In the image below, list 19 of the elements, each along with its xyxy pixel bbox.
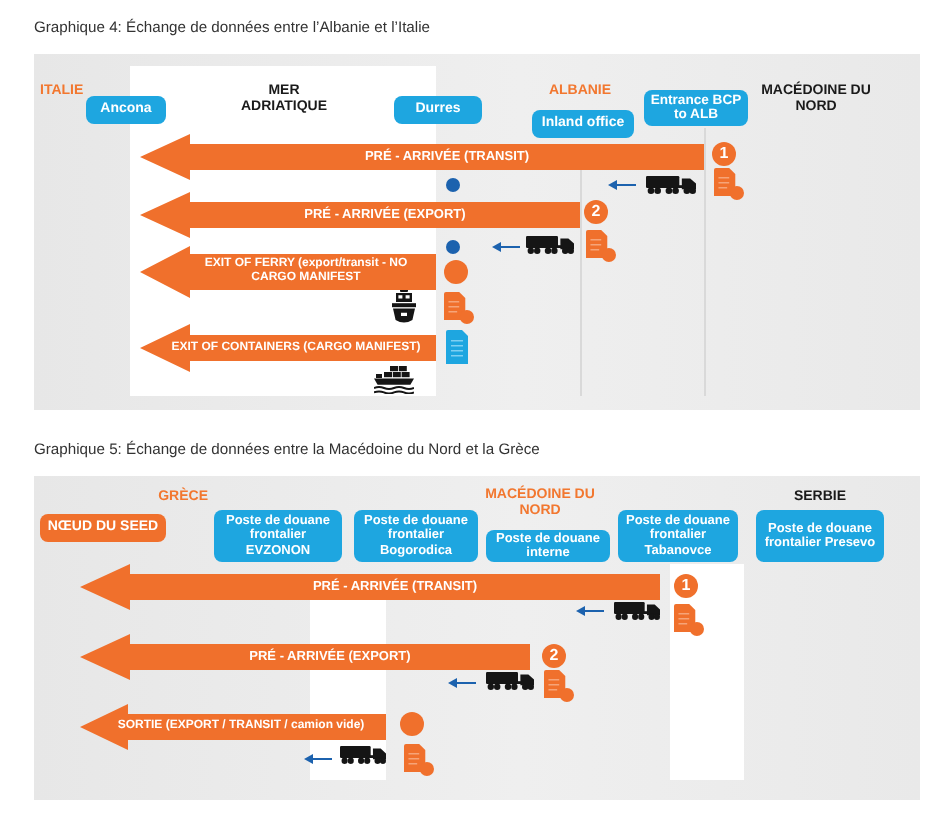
location-tag xyxy=(40,514,166,542)
location-tag xyxy=(486,530,610,562)
location-tag xyxy=(394,96,482,124)
pointed-banner xyxy=(140,324,436,372)
step-number: 1 xyxy=(719,146,729,162)
pointed-banner xyxy=(140,134,704,180)
pointed-banner xyxy=(80,704,386,750)
pointed-banner xyxy=(140,192,580,238)
location-tag xyxy=(86,96,166,124)
location-tag xyxy=(214,510,342,562)
step-number: 2 xyxy=(591,204,601,220)
location-tag xyxy=(756,510,884,562)
pointed-banner xyxy=(140,246,436,298)
pointed-banner xyxy=(80,564,660,610)
step-number: 1 xyxy=(681,578,691,594)
step-number: 2 xyxy=(549,648,559,664)
pointed-banner xyxy=(80,634,530,680)
location-tag xyxy=(354,510,478,562)
location-tag xyxy=(532,110,634,138)
